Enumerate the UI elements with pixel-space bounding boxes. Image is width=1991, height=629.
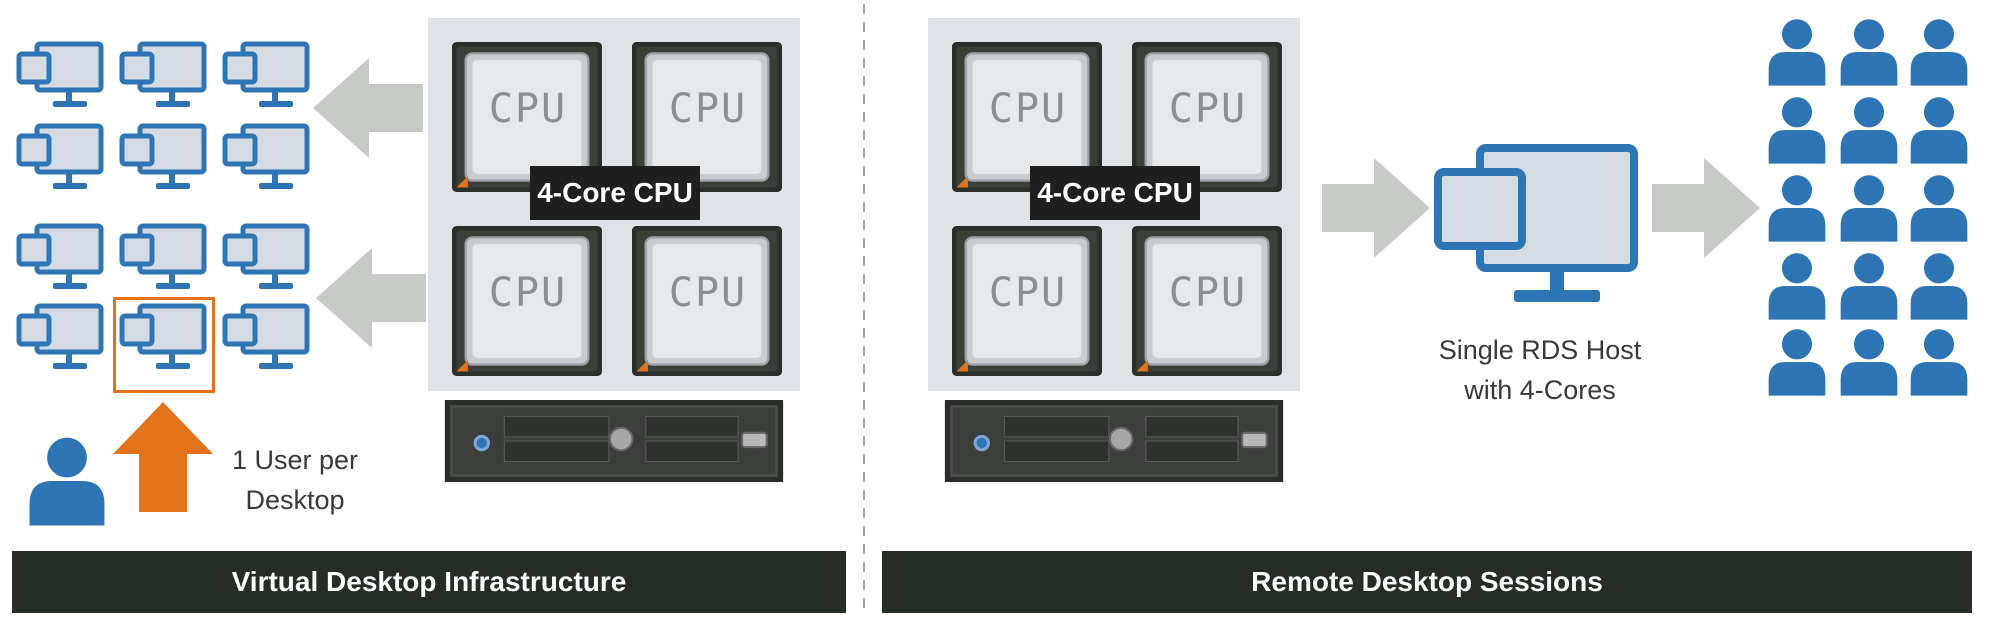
caption-line-2: Desktop: [245, 485, 345, 515]
gray-right-arrow-icon: [1652, 158, 1760, 258]
vdi-banner: Virtual Desktop Infrastructure: [12, 551, 846, 613]
monitor-icon: [15, 302, 105, 376]
section-divider: [863, 4, 865, 610]
monitor-icon: [221, 40, 311, 114]
cpu-chip-text: CPU: [988, 86, 1068, 132]
orange-up-arrow-icon: [113, 402, 213, 512]
rds-host-caption: Single RDS Host with 4-Cores: [1420, 330, 1660, 410]
user-icon: [26, 434, 108, 528]
cpu-label: 4-Core CPU: [1030, 166, 1200, 220]
user-icon: [1838, 250, 1900, 322]
monitor-icon: [15, 122, 105, 196]
user-icon: [1908, 250, 1970, 322]
user-icon: [1908, 172, 1970, 244]
cpu-chip-text: CPU: [988, 270, 1068, 316]
monitor-icon: [221, 222, 311, 296]
highlighted-desktop-box: [113, 297, 215, 393]
user-icon: [1766, 94, 1828, 166]
user-icon: [1766, 172, 1828, 244]
monitor-icon: [221, 122, 311, 196]
user-icon: [1838, 94, 1900, 166]
cpu-chip-text: CPU: [488, 270, 568, 316]
user-icon: [1908, 16, 1970, 88]
server-rack-icon: [407, 400, 821, 482]
rds-banner: Remote Desktop Sessions: [882, 551, 1972, 613]
monitor-icon: [15, 40, 105, 114]
caption-line-1: Single RDS Host: [1438, 335, 1642, 365]
gray-right-arrow-icon: [1322, 158, 1430, 258]
user-per-desktop-caption: 1 User per Desktop: [210, 440, 380, 520]
user-icon: [1766, 16, 1828, 88]
cpu-label: 4-Core CPU: [530, 166, 700, 220]
user-icon: [1766, 326, 1828, 398]
gray-left-arrow-icon: [316, 248, 426, 348]
user-icon: [1766, 250, 1828, 322]
user-icon: [1838, 172, 1900, 244]
monitor-icon: [15, 222, 105, 296]
monitor-icon: [221, 302, 311, 376]
cpu-chip-text: CPU: [668, 270, 748, 316]
rds-host-monitor-icon: [1434, 144, 1638, 302]
cpu-chip-text: CPU: [488, 86, 568, 132]
caption-line-1: 1 User per: [231, 445, 359, 475]
user-icon: [1908, 94, 1970, 166]
cpu-chip-text: CPU: [668, 86, 748, 132]
user-icon: [1838, 16, 1900, 88]
monitor-icon: [118, 122, 208, 196]
monitor-icon: [118, 40, 208, 114]
caption-line-2: with 4-Cores: [1464, 375, 1616, 405]
user-icon: [1908, 326, 1970, 398]
cpu-chip-text: CPU: [1168, 270, 1248, 316]
gray-left-arrow-icon: [313, 58, 423, 158]
cpu-chip-text: CPU: [1168, 86, 1248, 132]
monitor-icon: [118, 222, 208, 296]
server-rack-icon: [907, 400, 1321, 482]
user-icon: [1838, 326, 1900, 398]
